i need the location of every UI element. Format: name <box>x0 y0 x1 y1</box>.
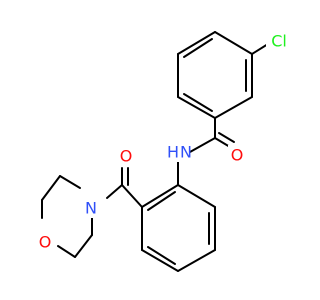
bond <box>106 184 123 199</box>
bond <box>189 137 216 153</box>
bond <box>177 31 216 55</box>
amide-oxygen-label: O <box>231 146 244 165</box>
amide-nitrogen-label: N <box>180 143 192 162</box>
bond <box>214 31 253 55</box>
morpholine-nitrogen-label: N <box>85 199 97 218</box>
bond <box>141 249 179 272</box>
bond <box>177 96 216 119</box>
ketone-oxygen-label: O <box>120 147 133 166</box>
molecule-structure: Cl O H N O N O <box>36 30 292 272</box>
bond <box>183 93 213 112</box>
amide-hydrogen-label: H <box>167 143 179 162</box>
bond <box>41 175 61 201</box>
bond <box>183 38 213 58</box>
bond <box>74 234 93 258</box>
bond <box>214 96 253 119</box>
bond <box>251 43 269 55</box>
bond <box>214 137 231 148</box>
bond <box>218 132 235 143</box>
bond <box>177 249 216 272</box>
bond <box>57 245 76 258</box>
bonds <box>41 31 269 272</box>
bond <box>177 184 216 208</box>
atom-labels: Cl O H N O N O <box>36 30 292 252</box>
bond <box>121 184 143 208</box>
bond <box>59 175 81 189</box>
morpholine-oxygen-label: O <box>39 233 52 252</box>
bond <box>141 184 179 208</box>
bond <box>147 246 176 265</box>
bond <box>147 191 176 211</box>
chlorine-label: Cl <box>271 32 287 51</box>
